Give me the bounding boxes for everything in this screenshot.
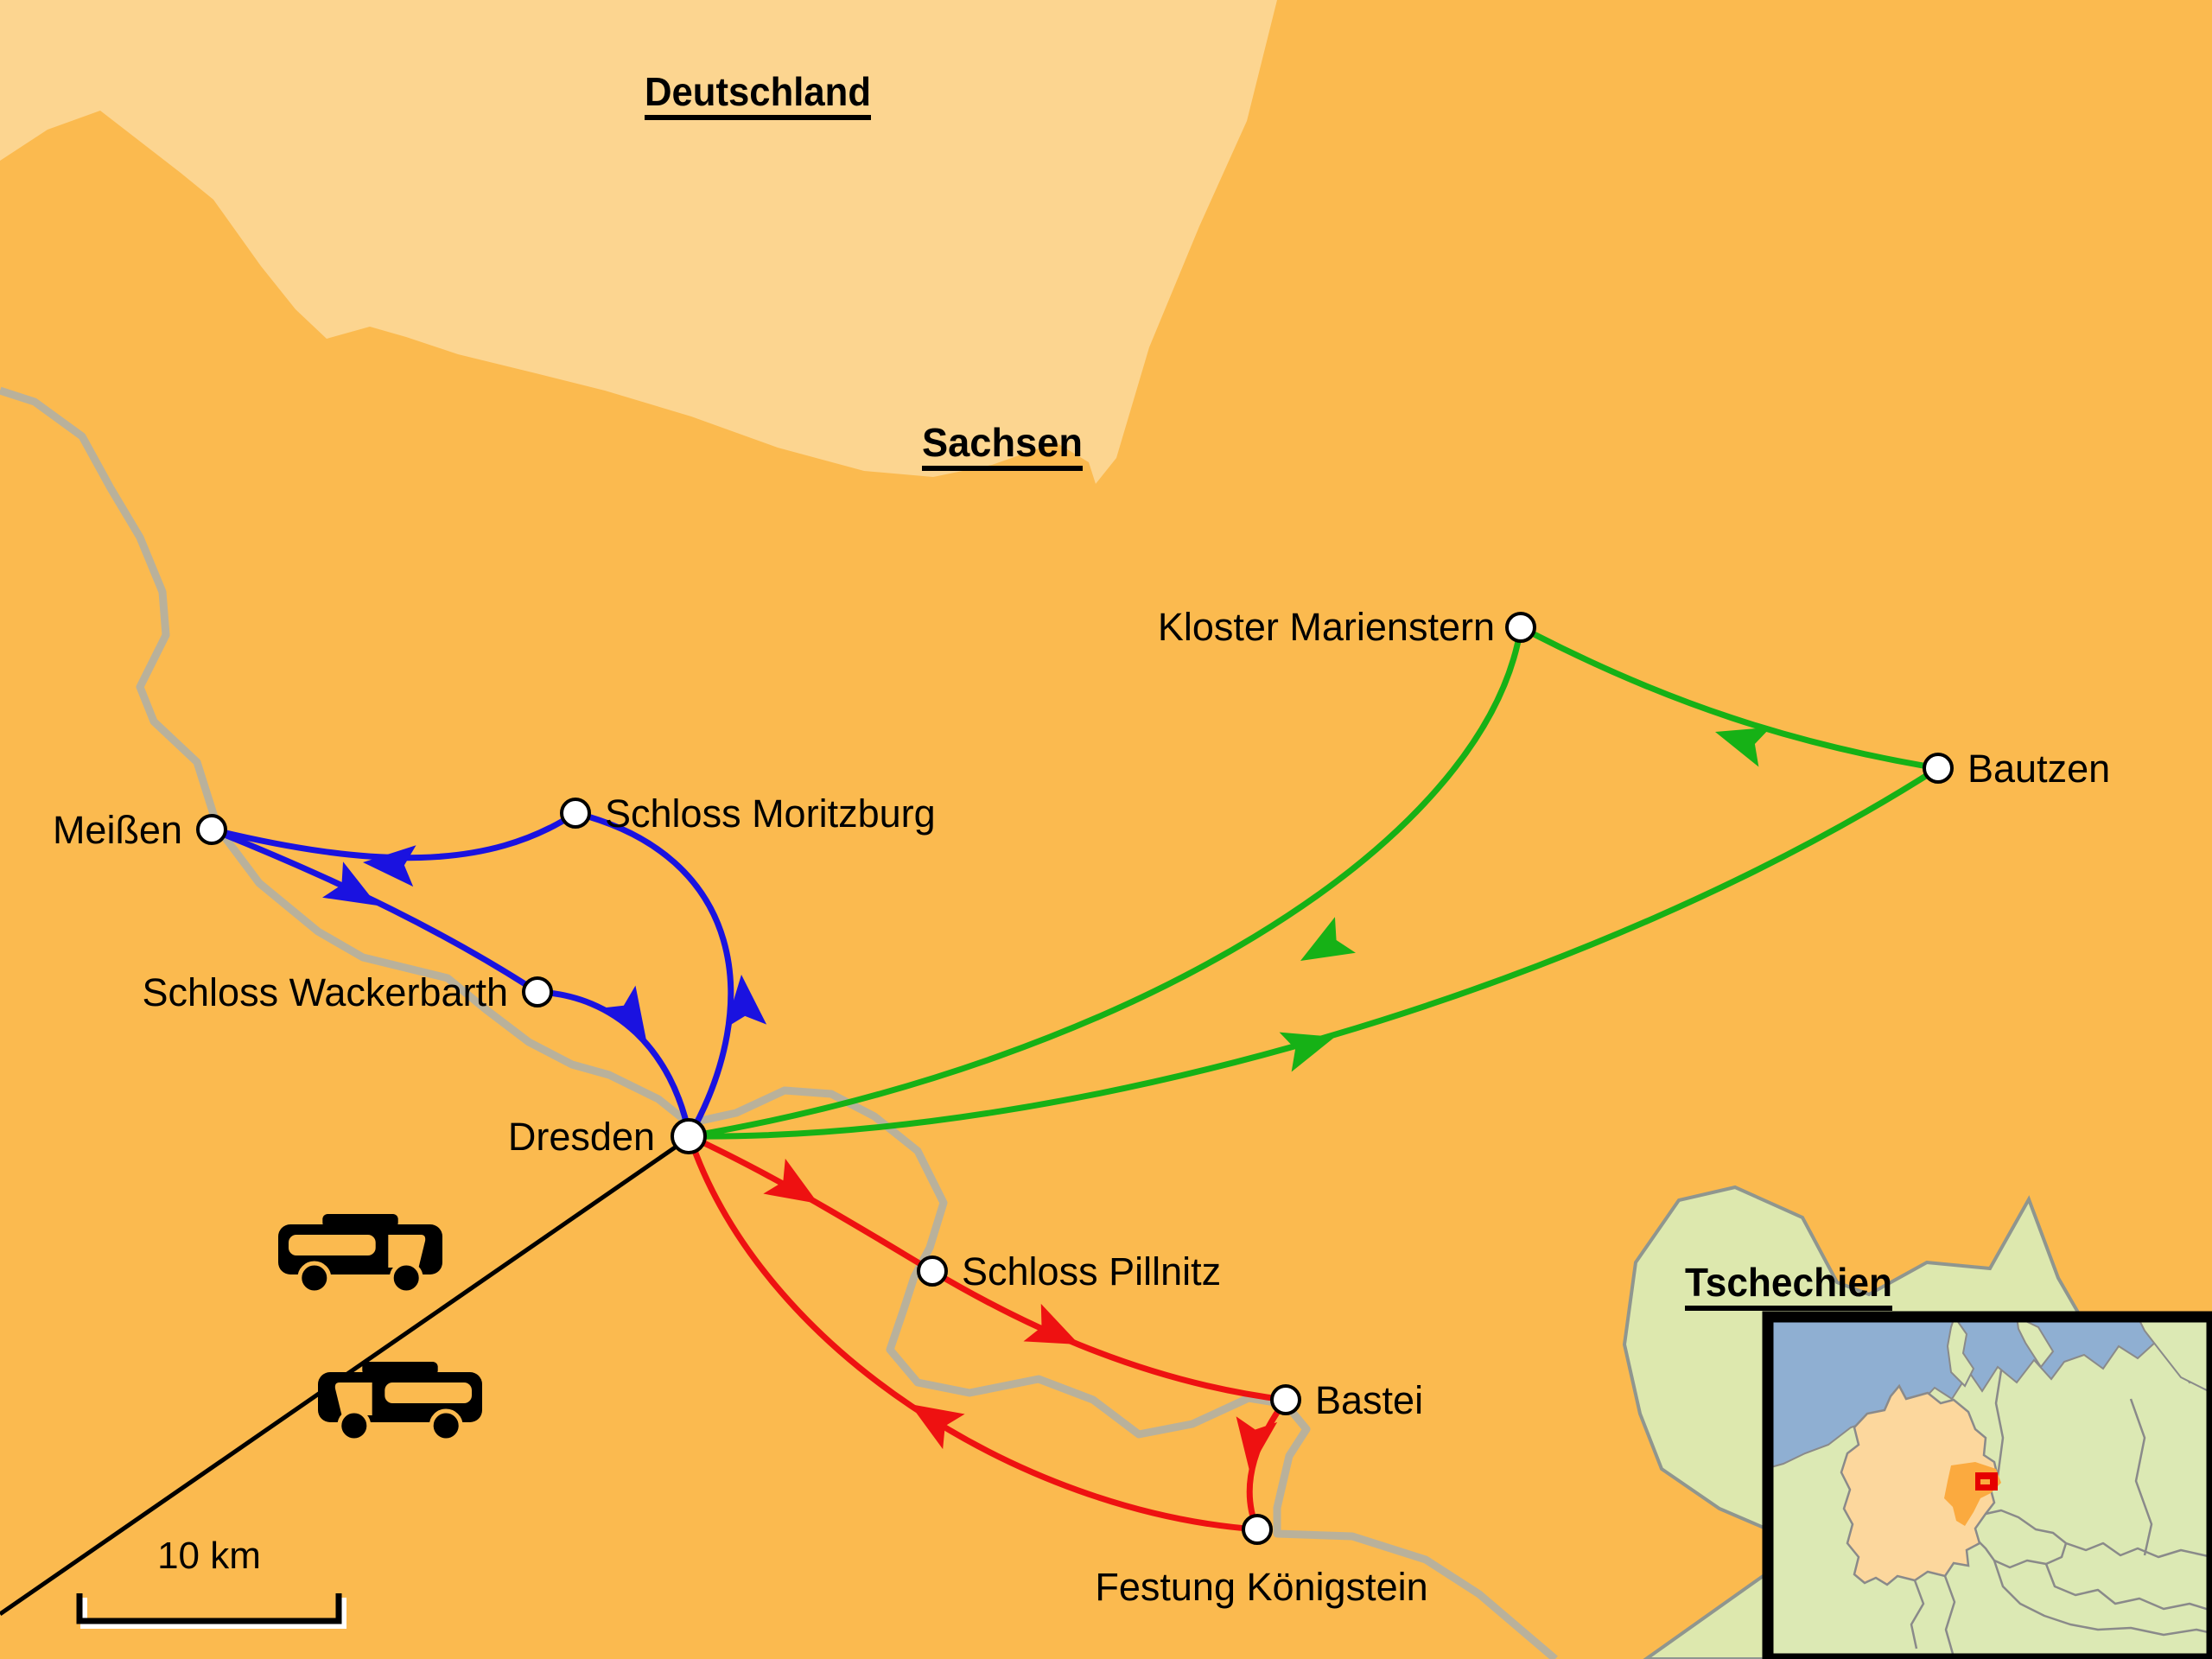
region-label-sachsen: Sachsen — [922, 420, 1083, 465]
bus-icon-body-group — [278, 1214, 442, 1295]
inset-border-4 — [1993, 1560, 2212, 1637]
inset-border-0 — [1994, 1370, 2005, 1478]
bus-wheel-rear — [297, 1261, 332, 1295]
bus-wheel-rear — [429, 1408, 463, 1443]
inset-land-2 — [2136, 1316, 2212, 1395]
scale-bar-shadow — [80, 1598, 346, 1629]
place-label-meissen: Meißen — [53, 808, 182, 852]
route-arrow-icon-8 — [1023, 1303, 1079, 1344]
bus-side-window — [385, 1382, 472, 1403]
route-red-pillnitz-koenigstein-segment-3 — [686, 1133, 1261, 1533]
place-marker-bautzen — [1923, 753, 1954, 784]
route-blue-moritzburg-meissen-segment-1 — [208, 810, 579, 861]
inset-land-0 — [1946, 1314, 1975, 1388]
route-blue-moritzburg-meissen-segment-0 — [572, 810, 734, 1140]
bus-icon — [278, 1214, 442, 1295]
inset-border-7 — [2129, 1398, 2153, 1556]
region-label-deutschland: Deutschland — [645, 69, 871, 114]
place-label-dresden: Dresden — [508, 1115, 655, 1159]
route-arrow-icon-1 — [363, 845, 416, 887]
place-marker-meissen — [196, 814, 227, 845]
place-marker-festung-koenigstein — [1242, 1514, 1273, 1545]
place-marker-bastei — [1270, 1384, 1301, 1415]
inset-land-1 — [2015, 1315, 2055, 1369]
place-label-festung-koenigstein: Festung Königstein — [1095, 1565, 1427, 1609]
bus-windshield — [388, 1235, 426, 1268]
route-green-bautzen-marienstern-segment-1 — [1517, 624, 1942, 772]
route-arrow-icon-7 — [763, 1158, 818, 1204]
place-label-bastei: Bastei — [1315, 1378, 1423, 1422]
route-arrow-icon-2 — [322, 861, 378, 906]
bus-icon — [318, 1362, 482, 1443]
route-green-bautzen-marienstern-segment-0 — [686, 765, 1942, 1140]
route-blue-moritzburg-meissen-segment-2 — [208, 826, 541, 995]
bus-icon-body-group — [318, 1362, 482, 1443]
route-arrow-icon-9 — [1236, 1416, 1278, 1471]
place-marker-schloss-pillnitz — [917, 1255, 948, 1287]
bus-side-window — [289, 1235, 376, 1255]
inset-border-6 — [1943, 1575, 1956, 1655]
region-label-tschechien: Tschechien — [1685, 1260, 1892, 1305]
inset-germany — [1840, 1383, 1999, 1586]
place-label-schloss-moritzburg: Schloss Moritzburg — [605, 791, 936, 836]
route-green-bautzen-marienstern-segment-2 — [686, 624, 1524, 1140]
inset-border-5 — [1910, 1580, 1925, 1649]
inset-frame — [1762, 1311, 2212, 1659]
bus-wheel-front — [389, 1261, 423, 1295]
route-red-pillnitz-koenigstein-segment-1 — [929, 1268, 1289, 1403]
route-arrow-icon-0 — [725, 975, 767, 1028]
inset-border-2 — [2065, 1541, 2212, 1559]
place-label-schloss-pillnitz: Schloss Pillnitz — [962, 1249, 1221, 1294]
route-arrow-icon-5 — [1715, 727, 1771, 767]
route-arrow-icon-4 — [1279, 1032, 1335, 1072]
place-marker-schloss-wackerbarth — [522, 976, 553, 1007]
place-marker-kloster-marienstern — [1505, 612, 1536, 643]
place-label-bautzen: Bautzen — [1967, 747, 2110, 791]
route-arrow-icon-6 — [1300, 917, 1356, 961]
inset-highlight-dash — [1980, 1479, 1990, 1484]
route-arrow-icon-10 — [910, 1404, 965, 1450]
scale-bar — [76, 1593, 342, 1624]
route-arrow-icon-3 — [601, 985, 646, 1040]
bus-windshield — [334, 1382, 372, 1415]
place-label-kloster-marienstern: Kloster Marienstern — [1158, 605, 1495, 649]
place-label-schloss-wackerbarth: Schloss Wackerbarth — [143, 970, 508, 1014]
place-marker-dresden — [671, 1118, 707, 1154]
place-marker-schloss-moritzburg — [560, 798, 591, 829]
deutschland-region — [0, 0, 1277, 484]
inset-map — [1762, 1311, 2212, 1659]
inset-border-3 — [2044, 1563, 2212, 1612]
scale-bar-label: 10 km — [157, 1535, 261, 1577]
bus-wheel-front — [337, 1408, 372, 1443]
inset-border-1 — [1974, 1509, 2068, 1569]
route-red-pillnitz-koenigstein-segment-0 — [686, 1133, 936, 1274]
